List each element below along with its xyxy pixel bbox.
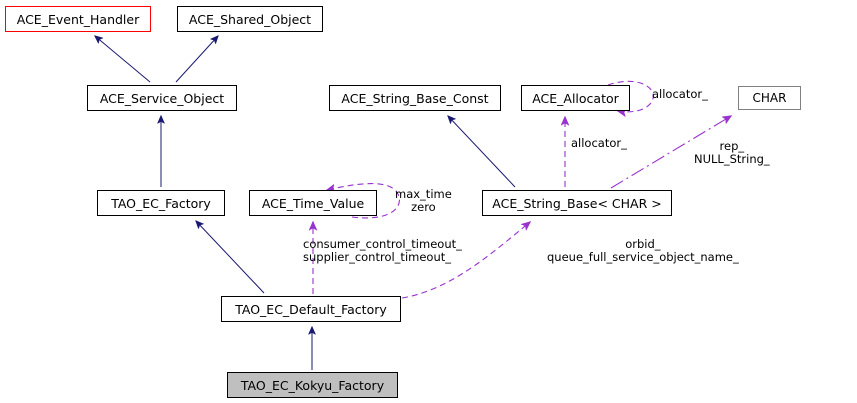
edge-label-allocator-self: allocator_: [652, 87, 708, 101]
edge-service-to-eventhandler: [95, 36, 151, 83]
edge-allocator-self-loop: [607, 80, 654, 112]
class-node-ace-shared-object[interactable]: ACE_Shared_Object: [177, 6, 323, 32]
class-node-label: ACE_String_Base_Const: [341, 90, 489, 106]
class-node-ace-allocator[interactable]: ACE_Allocator: [521, 85, 630, 111]
class-node-tao-ec-kokyu-factory[interactable]: TAO_EC_Kokyu_Factory: [227, 372, 398, 398]
class-node-label: ACE_Service_Object: [99, 90, 225, 106]
edge-defaultfactory-to-stringbase: [401, 222, 530, 299]
edge-label-allocator-assoc: allocator_: [571, 136, 627, 150]
class-node-ace-string-base-char[interactable]: ACE_String_Base< CHAR >: [482, 190, 672, 216]
class-node-ace-time-value[interactable]: ACE_Time_Value: [249, 190, 377, 216]
edge-label-timeout-fields: consumer_control_timeout_supplier_contro…: [303, 237, 462, 264]
class-node-tao-ec-default-factory[interactable]: TAO_EC_Default_Factory: [221, 296, 401, 322]
class-node-label: TAO_EC_Default_Factory: [235, 301, 387, 317]
edge-defaultfactory-to-ecfactory: [196, 221, 265, 294]
class-node-label: TAO_EC_Kokyu_Factory: [240, 377, 385, 393]
edge-service-to-sharedobject: [175, 36, 218, 83]
class-node-label: ACE_Time_Value: [261, 195, 365, 211]
edge-label-rep-null-string: rep_NULL_String_: [694, 139, 770, 166]
class-node-label: ACE_Allocator: [532, 90, 619, 106]
class-node-label: ACE_Shared_Object: [188, 11, 312, 27]
edge-stringbase-to-constbase: [448, 116, 516, 188]
edge-timevalue-self-loop: [327, 183, 400, 219]
class-node-char[interactable]: CHAR: [738, 86, 801, 110]
class-node-ace-service-object[interactable]: ACE_Service_Object: [87, 85, 237, 111]
class-node-label: CHAR: [752, 91, 787, 105]
edge-label-string-fields: orbid_queue_full_service_object_name_: [547, 237, 739, 264]
class-node-label: ACE_Event_Handler: [16, 11, 140, 27]
class-node-ace-event-handler[interactable]: ACE_Event_Handler: [5, 6, 151, 32]
class-node-label: ACE_String_Base< CHAR >: [492, 195, 662, 211]
class-node-tao-ec-factory[interactable]: TAO_EC_Factory: [97, 190, 225, 216]
class-node-label: TAO_EC_Factory: [111, 195, 211, 211]
class-node-ace-string-base-const[interactable]: ACE_String_Base_Const: [329, 85, 501, 111]
